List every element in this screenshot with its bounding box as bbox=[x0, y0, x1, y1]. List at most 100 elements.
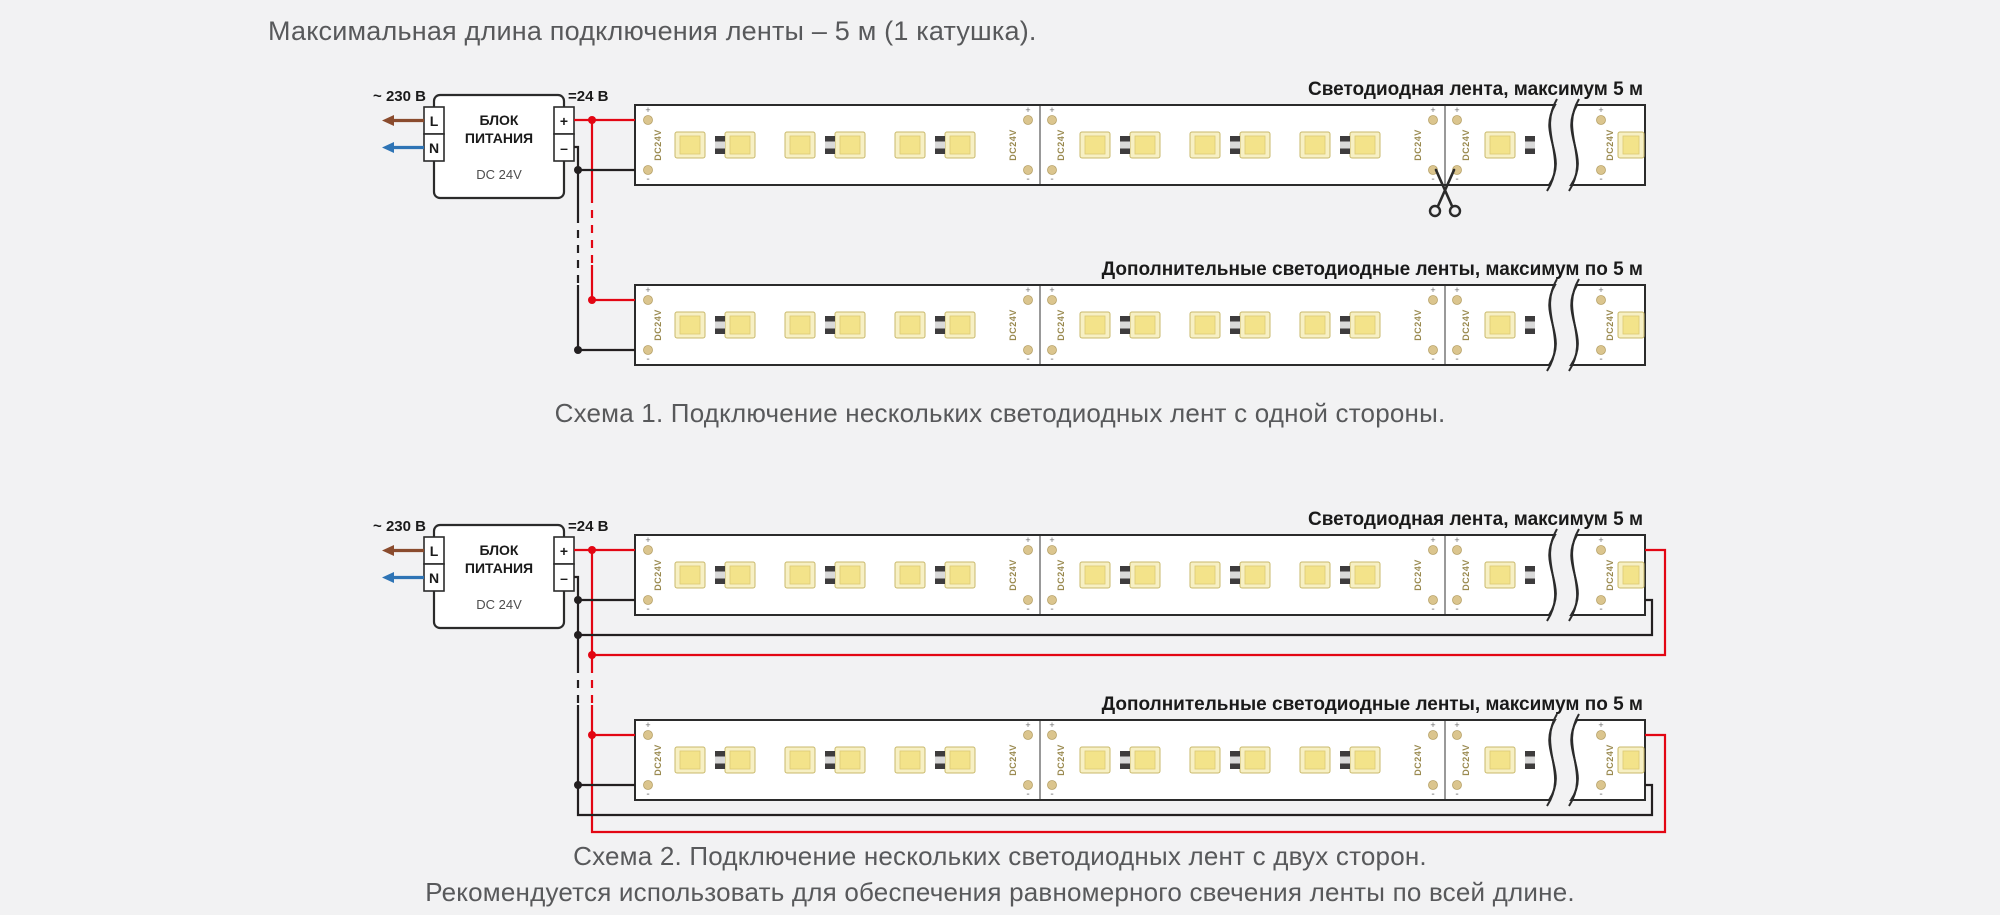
resistor-band bbox=[1525, 321, 1535, 329]
scissors-blade bbox=[1434, 168, 1454, 208]
solder-pad bbox=[1023, 545, 1033, 555]
pad-minus-mark: - bbox=[1455, 789, 1458, 800]
solder-pad bbox=[1452, 545, 1462, 555]
led-chip bbox=[839, 135, 861, 155]
solder-pad bbox=[1047, 730, 1057, 740]
dc24v-label: DC24V bbox=[1413, 744, 1423, 776]
solder-pad bbox=[1047, 115, 1057, 125]
pad-plus-mark: + bbox=[1454, 105, 1459, 115]
pad-plus-mark: + bbox=[1430, 535, 1435, 545]
resistor-band bbox=[1230, 756, 1240, 764]
led-chip bbox=[899, 135, 921, 155]
resistor-band bbox=[715, 321, 725, 329]
solder-pad bbox=[643, 345, 653, 355]
solder-pad bbox=[1047, 595, 1057, 605]
led-chip bbox=[1194, 135, 1216, 155]
led-chip bbox=[1194, 315, 1216, 335]
led-chip bbox=[1622, 750, 1640, 770]
led-chip bbox=[839, 315, 861, 335]
junction-dot bbox=[588, 296, 596, 304]
psu-voltage: DC 24V bbox=[476, 167, 522, 182]
pad-minus-mark: - bbox=[1431, 604, 1434, 615]
resistor-band bbox=[1525, 756, 1535, 764]
break-mark bbox=[1568, 528, 1580, 622]
scissors-handle bbox=[1428, 204, 1442, 218]
dc24v-label: DC24V bbox=[1461, 744, 1471, 776]
terminal-plus-label: + bbox=[560, 543, 568, 559]
led-chip bbox=[1244, 750, 1266, 770]
pad-plus-mark: + bbox=[1454, 535, 1459, 545]
pad-minus-mark: - bbox=[1599, 604, 1602, 615]
dc24v-label: DC24V bbox=[1605, 744, 1615, 776]
input-voltage-label: ~ 230 В bbox=[373, 88, 426, 105]
led-chip bbox=[1354, 135, 1376, 155]
psu-title-line2: ПИТАНИЯ bbox=[465, 560, 533, 576]
solder-pad bbox=[1596, 595, 1606, 605]
dc24v-label: DC24V bbox=[1413, 129, 1423, 161]
solder-pad bbox=[1596, 115, 1606, 125]
led-chip bbox=[899, 315, 921, 335]
resistor-band bbox=[1230, 321, 1240, 329]
output-voltage-label: =24 В bbox=[568, 88, 609, 105]
pad-plus-mark: + bbox=[1430, 285, 1435, 295]
dc24v-label: DC24V bbox=[1413, 309, 1423, 341]
dc24v-label: DC24V bbox=[1605, 129, 1615, 161]
led-chip bbox=[1489, 565, 1511, 585]
break-mark bbox=[1568, 98, 1580, 192]
terminal-minus-label: – bbox=[560, 140, 568, 156]
led-chip bbox=[789, 750, 811, 770]
scheme2-caption: Схема 2. Подключение нескольких светодио… bbox=[573, 841, 1427, 871]
pad-minus-mark: - bbox=[1455, 174, 1458, 185]
led-chip bbox=[1134, 315, 1156, 335]
led-chip bbox=[949, 135, 971, 155]
pad-plus-mark: + bbox=[1454, 720, 1459, 730]
solder-pad bbox=[1428, 165, 1438, 175]
solder-pad bbox=[1452, 165, 1462, 175]
pad-plus-mark: + bbox=[645, 285, 650, 295]
pad-minus-mark: - bbox=[1455, 604, 1458, 615]
junction-dot bbox=[574, 166, 582, 174]
led-chip bbox=[729, 750, 751, 770]
led-chip bbox=[1134, 565, 1156, 585]
dc24v-label: DC24V bbox=[1056, 129, 1066, 161]
terminal-l-label: L bbox=[430, 113, 439, 129]
solder-pad bbox=[1023, 165, 1033, 175]
solder-pad bbox=[1596, 295, 1606, 305]
resistor-band bbox=[825, 756, 835, 764]
wire-minus bbox=[574, 145, 635, 172]
scheme1-caption: Схема 1. Подключение нескольких светодио… bbox=[554, 398, 1446, 428]
break-mark bbox=[1568, 278, 1580, 372]
led-chip bbox=[1244, 565, 1266, 585]
pad-minus-mark: - bbox=[1026, 174, 1029, 185]
solder-pad bbox=[1596, 345, 1606, 355]
terminal-n-label: N bbox=[429, 570, 439, 586]
strip1-label: Светодиодная лента, максимум 5 м bbox=[1308, 509, 1643, 530]
pad-plus-mark: + bbox=[1430, 105, 1435, 115]
strip2-label: Дополнительные светодиодные ленты, макси… bbox=[1102, 694, 1643, 715]
pad-plus-mark: + bbox=[1025, 720, 1030, 730]
led-chip bbox=[1194, 750, 1216, 770]
resistor-band bbox=[825, 321, 835, 329]
resistor-band bbox=[715, 571, 725, 579]
pad-minus-mark: - bbox=[1050, 789, 1053, 800]
resistor-band bbox=[715, 141, 725, 149]
resistor-band bbox=[935, 756, 945, 764]
led-chip bbox=[729, 565, 751, 585]
dc24v-label: DC24V bbox=[653, 129, 663, 161]
led-chip bbox=[1354, 315, 1376, 335]
led-chip bbox=[1622, 565, 1640, 585]
pad-minus-mark: - bbox=[1431, 354, 1434, 365]
junction-dot bbox=[588, 651, 596, 659]
terminal-n-label: N bbox=[429, 140, 439, 156]
led-chip bbox=[1304, 315, 1326, 335]
led-chip bbox=[679, 135, 701, 155]
break-mark bbox=[1546, 528, 1558, 622]
terminal-l-label: L bbox=[430, 543, 439, 559]
solder-pad bbox=[643, 595, 653, 605]
led-chip bbox=[949, 315, 971, 335]
dc24v-label: DC24V bbox=[1056, 309, 1066, 341]
resistor-band bbox=[935, 321, 945, 329]
pad-plus-mark: + bbox=[1025, 535, 1030, 545]
